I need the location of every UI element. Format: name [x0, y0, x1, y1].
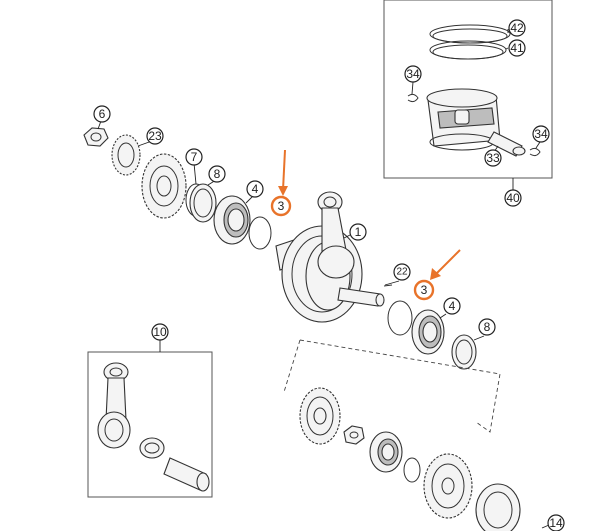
piston-pin-circlip-left: [407, 93, 419, 103]
piston-pin-circlip-right: [529, 147, 541, 157]
svg-text:42: 42: [510, 21, 524, 35]
svg-text:34: 34: [406, 67, 420, 81]
balancer-drive-gear: [141, 153, 187, 219]
callout-33[interactable]: 33: [484, 149, 502, 167]
svg-text:22: 22: [396, 267, 408, 278]
balancer-shaft-end: [475, 483, 521, 531]
callout-14[interactable]: 14: [547, 514, 565, 531]
shim-ring-right: [387, 300, 413, 336]
callout-40[interactable]: 40: [504, 189, 522, 207]
svg-text:3: 3: [421, 283, 428, 297]
main-bearing-left: [213, 195, 251, 245]
svg-text:23: 23: [148, 129, 162, 143]
svg-text:6: 6: [99, 107, 106, 121]
svg-text:3: 3: [278, 199, 285, 213]
balancer-rear-gear: [423, 453, 473, 519]
callout-41[interactable]: 41: [508, 39, 526, 57]
conrod-inset-rod: [97, 362, 131, 449]
balancer-shim: [403, 457, 421, 483]
svg-text:4: 4: [449, 299, 456, 313]
callout-4-upper[interactable]: 4: [246, 180, 264, 198]
callout-3-lower[interactable]: 3: [413, 279, 435, 301]
piston-pin: [487, 131, 526, 157]
main-bearing-right: [411, 309, 445, 355]
callout-3-upper[interactable]: 3: [270, 195, 292, 217]
svg-text:40: 40: [506, 191, 520, 205]
balancer-gear: [299, 387, 341, 445]
piston-ring-second: [429, 40, 507, 60]
conrod-inset-pin: [163, 457, 210, 492]
woodruff-key: [383, 284, 393, 287]
svg-text:10: 10: [153, 325, 167, 339]
callout-23[interactable]: 23: [146, 127, 164, 145]
arrow-to-callout-3-upper: [278, 149, 288, 196]
balancer-bearing: [369, 431, 403, 473]
conrod-inset-bearing: [139, 437, 165, 459]
svg-text:33: 33: [486, 151, 500, 165]
svg-text:4: 4: [252, 182, 259, 196]
svg-text:8: 8: [214, 167, 221, 181]
callout-42[interactable]: 42: [508, 19, 526, 37]
balancer-nut: [343, 425, 365, 445]
shim-ring-right-outer: [451, 334, 477, 370]
svg-text:41: 41: [510, 41, 524, 55]
callout-8-upper[interactable]: 8: [208, 165, 226, 183]
callout-34-right[interactable]: 34: [532, 125, 550, 143]
callout-7[interactable]: 7: [185, 148, 203, 166]
svg-text:34: 34: [534, 127, 548, 141]
shim-ring-left: [189, 183, 217, 223]
shim-ring-left-inner: [248, 216, 272, 250]
connecting-rod: [317, 191, 355, 279]
callout-1[interactable]: 1: [349, 223, 367, 241]
arrow-to-callout-3-lower: [430, 249, 461, 280]
piston-group-frame: [383, 0, 553, 179]
callout-8-lower[interactable]: 8: [478, 318, 496, 336]
piston: [426, 88, 501, 151]
callout-22[interactable]: 22: [393, 263, 411, 281]
svg-text:7: 7: [191, 150, 198, 164]
svg-text:1: 1: [355, 225, 362, 239]
conrod-group-frame: [87, 351, 213, 498]
callout-6[interactable]: 6: [93, 105, 111, 123]
balancer-shaft-frame: [283, 339, 501, 433]
callout-4-lower[interactable]: 4: [443, 297, 461, 315]
piston-ring-top: [429, 24, 511, 44]
primary-drive-gear: [111, 134, 141, 176]
callout-10[interactable]: 10: [151, 323, 169, 341]
svg-text:14: 14: [549, 516, 563, 530]
crankshaft-nut: [83, 127, 109, 147]
callout-34-left[interactable]: 34: [404, 65, 422, 83]
svg-text:8: 8: [484, 320, 491, 334]
